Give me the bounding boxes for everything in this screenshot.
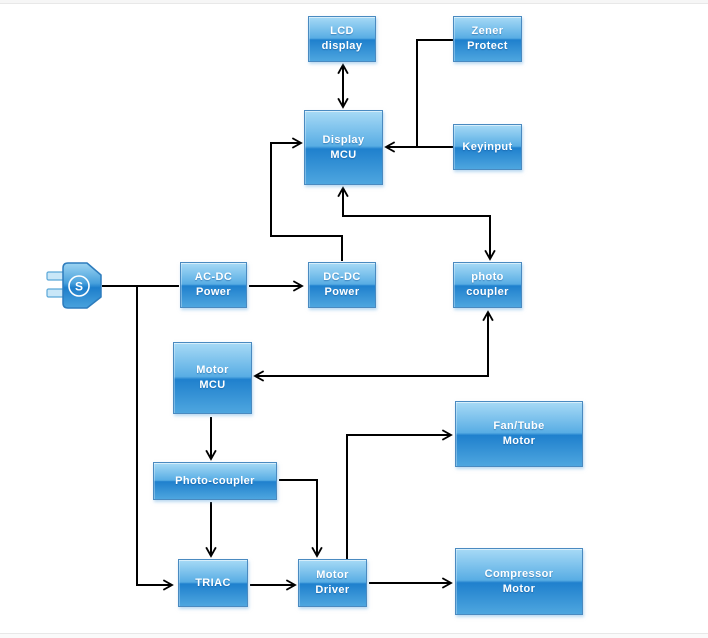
node-ac-dc-power: AC-DC Power [180, 262, 247, 308]
node-motor-driver: Motor Driver [298, 559, 367, 607]
node-label: Motor [316, 569, 349, 581]
node-label: coupler [466, 286, 509, 298]
node-label: Motor [502, 582, 536, 595]
plug-prong-bottom [46, 288, 66, 298]
node-label: Protect [467, 40, 508, 52]
node-label: Power [195, 286, 231, 298]
node-keyinput: Keyinput [453, 124, 522, 170]
node-lcd-display: LCD display [308, 16, 376, 62]
connector-display-mcu-photo-coupler [337, 186, 496, 261]
node-label: MCU [330, 148, 357, 161]
plug-prong-top [46, 271, 66, 281]
node-zener-protect: Zener Protect [453, 16, 522, 62]
power-plug-icon: S [46, 262, 102, 309]
node-label: DC-DC [323, 271, 361, 283]
node-label: display [321, 40, 363, 52]
node-triac: TRIAC [178, 559, 248, 607]
plug-circle [68, 275, 90, 297]
node-label: AC-DC [194, 271, 233, 283]
connector-zener-junction [416, 39, 453, 146]
node-label: Power [324, 286, 360, 298]
node-label: LCD [330, 25, 354, 37]
node-label: Fan/Tube [493, 420, 545, 432]
connector-motor-mcu-photo-coupler [253, 310, 494, 382]
node-motor-mcu: Motor MCU [173, 342, 252, 414]
node-label: Compressor [484, 567, 554, 580]
node-photo-coupler-2: Photo-coupler [153, 462, 277, 500]
panel-bottom-edge [0, 633, 708, 638]
node-label: TRIAC [195, 576, 231, 589]
node-label: Motor [196, 364, 229, 376]
node-compressor-motor: Compressor Motor [455, 548, 583, 615]
panel-top-edge [0, 0, 708, 4]
connector-photo-coupler2-to-motor-driver [279, 479, 323, 558]
node-label: Keyinput [462, 140, 513, 153]
node-label: Photo-coupler [175, 474, 255, 487]
node-label: Motor [502, 435, 536, 447]
node-label: Display [322, 133, 365, 146]
plug-letter: S [75, 280, 83, 294]
node-fan-tube-motor: Fan/Tube Motor [455, 401, 583, 467]
node-photo-coupler: photo coupler [453, 262, 522, 308]
plug-body [62, 262, 102, 309]
connector-motor-driver-to-fan-motor [346, 429, 453, 559]
node-label: Zener [471, 25, 504, 37]
node-label: Driver [315, 584, 350, 596]
connector-plug-to-triac [136, 286, 174, 591]
node-display-mcu: Display MCU [304, 110, 383, 185]
node-dc-dc-power: DC-DC Power [308, 262, 376, 308]
node-label: photo [471, 271, 504, 283]
node-label: MCU [199, 379, 226, 391]
